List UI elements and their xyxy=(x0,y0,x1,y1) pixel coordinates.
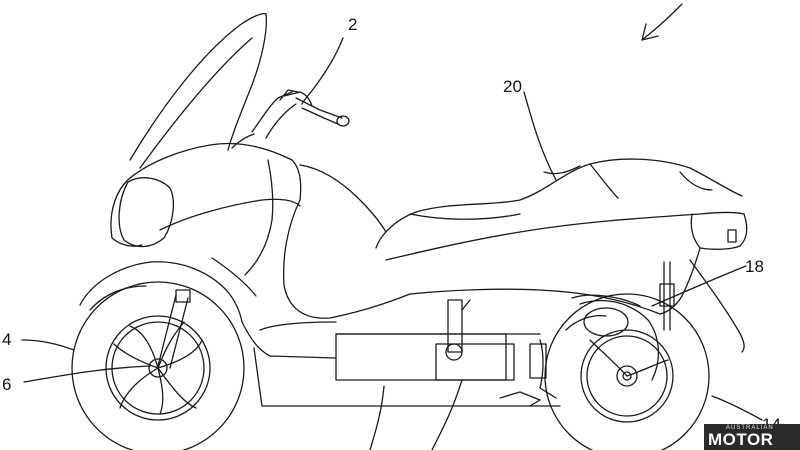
rear-hub xyxy=(616,365,638,387)
front-fender xyxy=(79,261,243,323)
headlight xyxy=(118,177,175,248)
rear-body xyxy=(385,211,748,315)
controller-post xyxy=(447,299,463,353)
view-arrow-shaft xyxy=(641,3,683,41)
watermark-top-text: AUSTRALIAN xyxy=(726,425,774,431)
front-wheel xyxy=(71,281,245,450)
leader-lines xyxy=(21,37,763,450)
leader-handlebar xyxy=(301,37,344,105)
battery-box xyxy=(335,333,507,381)
ref-label-handlebar: 2 xyxy=(348,15,357,34)
front-hub xyxy=(148,358,168,378)
rear-shock xyxy=(659,283,675,307)
leader-battery xyxy=(369,385,385,450)
leader-front-wheel xyxy=(21,339,75,351)
leader-front-hub xyxy=(23,365,151,383)
watermark-main-text: MOTOR xyxy=(708,430,774,449)
front-cowl xyxy=(110,142,302,248)
ref-label-front-wheel: 4 xyxy=(2,330,11,349)
seat xyxy=(375,158,743,249)
handlebar-assembly xyxy=(231,89,350,149)
fork-top-clamp xyxy=(175,289,191,303)
tail-light xyxy=(727,229,737,243)
publisher-watermark: AUSTRALIAN MOTOR xyxy=(704,424,800,450)
leader-rear-wheel xyxy=(711,395,763,421)
ref-label-drive-unit: 18 xyxy=(745,257,764,276)
leader-controller xyxy=(431,379,463,450)
view-arrow xyxy=(641,3,683,41)
rear-wheel xyxy=(544,293,710,450)
leader-seat xyxy=(523,91,557,181)
body-apron xyxy=(211,159,411,319)
controller-knob xyxy=(445,343,463,361)
rear-suspension xyxy=(571,259,745,353)
battery-unit xyxy=(335,299,515,381)
leader-drive-unit xyxy=(651,265,747,307)
view-arrow-head xyxy=(641,23,659,41)
handlebar-grip-end xyxy=(336,115,350,127)
ref-label-seat: 20 xyxy=(503,77,522,96)
windshield xyxy=(129,12,268,169)
front-fork xyxy=(157,289,191,369)
ref-label-front-hub: 6 xyxy=(2,375,11,394)
controller-box xyxy=(435,343,515,381)
drive-unit xyxy=(499,299,660,407)
